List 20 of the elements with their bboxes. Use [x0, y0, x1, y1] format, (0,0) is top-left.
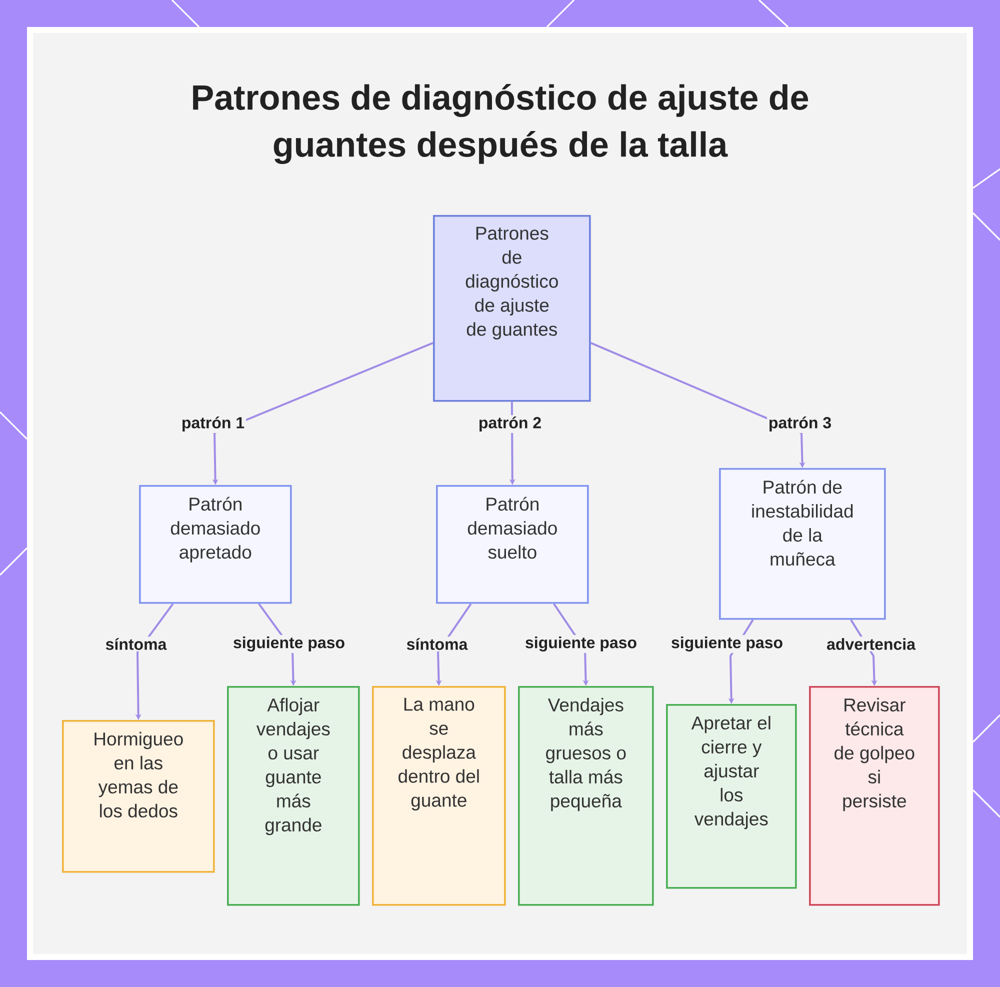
warning-box: Revisar técnica de golpeo si persiste [809, 686, 940, 906]
edge-label: siguiente paso [232, 635, 347, 653]
edge-label: siguiente paso [670, 635, 785, 653]
pattern-box: Patrón demasiado suelto [436, 485, 589, 604]
edge-label: síntoma [404, 636, 470, 652]
edge-label: patrón 3 [766, 414, 834, 434]
edge-label: advertencia [825, 636, 917, 652]
edge-label: siguiente paso [524, 635, 639, 653]
action-box: Aflojar vendajes o usar guante más grande [227, 686, 360, 906]
edge-label: patrón 1 [180, 414, 246, 434]
edge-label: patrón 2 [476, 414, 544, 434]
edge-label: síntoma [104, 636, 168, 652]
pattern-box: Patrón de inestabilidad de la muñeca [719, 468, 886, 620]
symptom-box: Hormigueo en las yemas de los dedos [62, 720, 215, 873]
title: Patrones de diagnóstico de ajuste de guantes después de la talla [193, 84, 808, 164]
action-box: Vendajes más gruesos o talla más pequeña [518, 686, 654, 906]
root-box: Patrones de diagnóstico de ajuste de guantes [433, 215, 591, 402]
pattern-box: Patrón demasiado apretado [139, 485, 292, 604]
symptom-box: La mano se desplaza dentro del guante [372, 686, 506, 906]
action-box: Apretar el cierre y ajustar los vendajes [666, 704, 797, 889]
